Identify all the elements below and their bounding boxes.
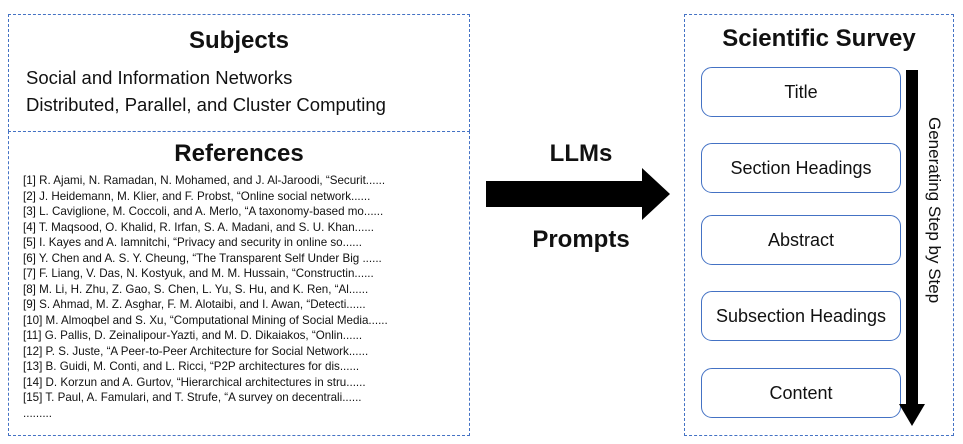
references-panel: References [1] R. Ajami, N. Ramadan, N. … [8, 131, 470, 436]
down-arrow-icon [899, 70, 925, 426]
generating-step-label: Generating Step by Step [925, 117, 944, 304]
prompts-label: Prompts [532, 226, 630, 253]
subject-item: Distributed, Parallel, and Cluster Compu… [26, 94, 386, 115]
reference-item: [7] F. Liang, V. Das, N. Kostyuk, and M.… [23, 267, 374, 280]
step-content: Content [701, 368, 901, 418]
reference-item: [3] L. Caviglione, M. Coccoli, and A. Me… [23, 205, 384, 218]
reference-item: [10] M. Almoqbel and S. Xu, “Computation… [23, 313, 388, 327]
step-section-headings: Section Headings [701, 143, 901, 193]
reference-item: [6] Y. Chen and A. S. Y. Cheung, “The Tr… [23, 251, 382, 265]
reference-item: [1] R. Ajami, N. Ramadan, N. Mohamed, an… [23, 174, 386, 187]
subjects-panel: Subjects Social and Information Networks… [8, 14, 470, 132]
reference-item: [14] D. Korzun and A. Gurtov, “Hierarchi… [23, 375, 366, 389]
references-list: [1] R. Ajami, N. Ramadan, N. Mohamed, an… [23, 173, 388, 421]
reference-item: [12] P. S. Juste, “A Peer-to-Peer Archit… [23, 344, 369, 358]
survey-panel: Scientific Survey Title Section Headings… [684, 14, 954, 436]
reference-item: [4] T. Maqsood, O. Khalid, R. Irfan, S. … [23, 220, 374, 234]
reference-item: [15] T. Paul, A. Famulari, and T. Strufe… [23, 391, 362, 404]
step-abstract: Abstract [701, 215, 901, 265]
reference-item: [8] M. Li, H. Zhu, Z. Gao, S. Chen, L. Y… [23, 282, 369, 296]
step-title: Title [701, 67, 901, 117]
step-subsection-headings: Subsection Headings [701, 291, 901, 341]
subjects-title: Subjects [188, 27, 290, 54]
reference-item: [2] J. Heidemann, M. Klier, and F. Probs… [23, 189, 371, 203]
subject-item: Social and Information Networks [26, 67, 293, 88]
reference-item: ......... [23, 406, 52, 420]
survey-title: Scientific Survey [722, 25, 916, 52]
llms-label: LLMs [549, 140, 613, 167]
reference-item: [9] S. Ahmad, M. Z. Asghar, F. M. Alotai… [23, 298, 366, 311]
subjects-list: Social and Information Networks Distribu… [26, 64, 386, 118]
reference-item: [13] B. Guidi, M. Conti, and L. Ricci, “… [23, 360, 360, 373]
reference-item: [11] G. Pallis, D. Zeinalipour-Yazti, an… [23, 329, 363, 342]
references-title: References [174, 140, 304, 167]
right-arrow-icon [486, 168, 670, 220]
reference-item: [5] I. Kayes and A. Iamnitchi, “Privacy … [23, 236, 362, 249]
